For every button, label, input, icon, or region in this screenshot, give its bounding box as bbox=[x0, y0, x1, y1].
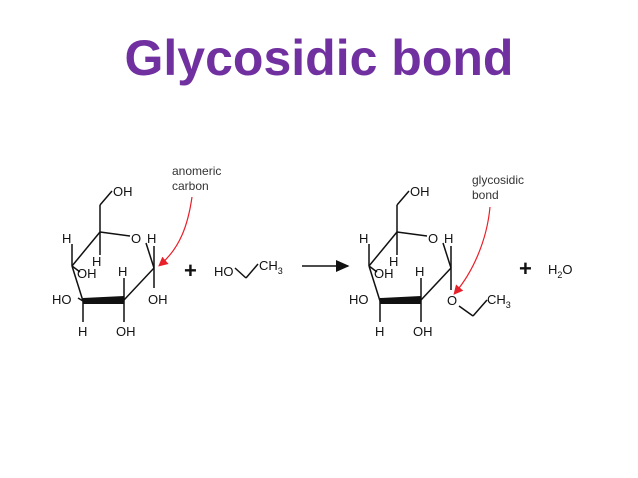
product-h-mid-label: H bbox=[389, 254, 398, 269]
product-o-link-label: O bbox=[447, 293, 457, 308]
page-title: Glycosidic bond bbox=[124, 30, 514, 86]
reactant-ring-bonds bbox=[71, 190, 155, 322]
ethanol-ch-label: CH3 bbox=[259, 258, 283, 276]
product-oh-bottom-label: OH bbox=[413, 324, 433, 339]
product-atom-labels: OH O H H H OH H HO O H OH CH3 bbox=[349, 184, 511, 339]
h-c2-label: H bbox=[118, 264, 127, 279]
ring-oxygen-label: O bbox=[131, 231, 141, 246]
product-h-c2-label: H bbox=[415, 264, 424, 279]
h-mid-label: H bbox=[92, 254, 101, 269]
product-ethyl-label: CH3 bbox=[487, 292, 511, 310]
annotation-anomeric-line1: anomeric bbox=[172, 164, 221, 178]
ethanol: HO CH3 bbox=[214, 258, 283, 279]
product-h-top-left-label: H bbox=[359, 231, 368, 246]
glycosidic-arrow bbox=[453, 206, 491, 295]
glycosidic-annotation: glycosidic bond bbox=[453, 173, 524, 295]
product-sugar: OH O H H H OH H HO O H OH CH3 glycosidic… bbox=[349, 173, 524, 339]
product-ch2oh-label: OH bbox=[410, 184, 430, 199]
annotation-anomeric-line2: carbon bbox=[172, 179, 209, 193]
product-h-bottom-label: H bbox=[375, 324, 384, 339]
product-h-top-right-label: H bbox=[444, 231, 453, 246]
plus-sign-1: + bbox=[184, 258, 197, 283]
h-bottom-label: H bbox=[78, 324, 87, 339]
ethanol-ch: CH bbox=[259, 258, 278, 273]
annotation-glycosidic-line2: bond bbox=[472, 188, 499, 202]
oh-right-label: OH bbox=[148, 292, 168, 307]
product-oh-mid-label: OH bbox=[374, 266, 394, 281]
ch2oh-label: OH bbox=[113, 184, 133, 199]
water-o: O bbox=[562, 262, 572, 277]
anomeric-annotation: anomeric carbon bbox=[158, 164, 221, 267]
h-top-left-label: H bbox=[62, 231, 71, 246]
water-label: H2O bbox=[548, 262, 573, 280]
ho-left-label: HO bbox=[52, 292, 72, 307]
product-ring-oxygen-label: O bbox=[428, 231, 438, 246]
ethanol-ho-label: HO bbox=[214, 264, 234, 279]
product-ring-bonds bbox=[368, 190, 488, 322]
water-sub: 2 bbox=[557, 270, 562, 280]
anomeric-arrow bbox=[158, 196, 193, 267]
h-top-right-label: H bbox=[147, 231, 156, 246]
annotation-glycosidic-line1: glycosidic bbox=[472, 173, 524, 187]
oh-bottom-label: OH bbox=[116, 324, 136, 339]
reactant-atom-labels: OH O H H H OH H HO OH H OH bbox=[52, 184, 168, 339]
plus-sign-2: + bbox=[519, 256, 532, 281]
reactant-sugar: OH O H H H OH H HO OH H OH anomeric carb… bbox=[52, 164, 221, 339]
product-ho-left-label: HO bbox=[349, 292, 369, 307]
water-h: H bbox=[548, 262, 557, 277]
product-ethyl-sub: 3 bbox=[506, 300, 511, 310]
oh-mid-label: OH bbox=[77, 266, 97, 281]
product-ethyl-ch: CH bbox=[487, 292, 506, 307]
ethanol-ch-sub: 3 bbox=[278, 266, 283, 276]
